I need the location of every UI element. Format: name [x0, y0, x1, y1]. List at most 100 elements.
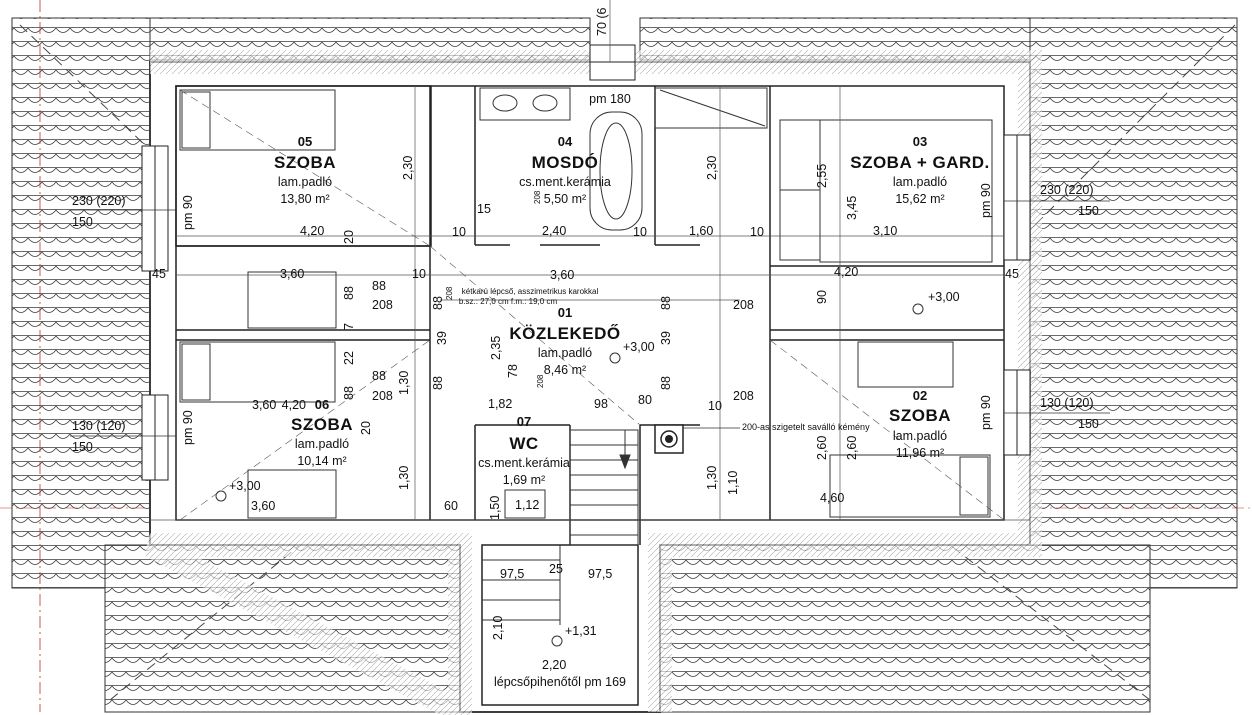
shower — [654, 87, 768, 129]
dim: 22 — [342, 351, 356, 365]
top-label: 70 (6 — [595, 7, 609, 36]
dim: 4,60 — [820, 491, 844, 505]
windows — [141, 44, 1031, 481]
dim: 1,12 — [515, 498, 539, 512]
room-06-area: 10,14 m² — [297, 454, 346, 468]
dim: 88 — [372, 279, 386, 293]
dim: 20 — [359, 421, 373, 435]
room-06-number: 06 — [315, 397, 329, 412]
dim: 78 — [506, 364, 520, 378]
dim: 10 — [750, 225, 764, 239]
dim: 39 — [435, 331, 449, 345]
sink-counter — [479, 87, 571, 121]
level-01: +3,00 — [623, 340, 655, 354]
dim: 208 — [733, 298, 754, 312]
room-07: 07 WC cs.ment.kerámia 1,69 m² — [478, 414, 570, 487]
w06-sill: 150 — [72, 440, 93, 454]
dim: 2,60 — [815, 436, 829, 460]
stair-dims-note: b.sz.: 27,0 cm f.m.: 19,0 cm — [459, 297, 558, 306]
dim: 88 — [659, 296, 673, 310]
room-02-floor: lam.padló — [893, 429, 947, 443]
room-01-area: 8,46 m² — [544, 363, 586, 377]
w06-size: 130 (120) — [72, 419, 126, 433]
room-05-number: 05 — [298, 134, 312, 149]
room-04-area: 5,50 m² — [544, 192, 586, 206]
dim: 2,60 — [845, 436, 859, 460]
room-03-name: SZOBA + GARD. — [850, 153, 990, 172]
dim: 88 — [431, 376, 445, 390]
dim: 7 — [342, 323, 356, 330]
annotations: 70 (6 pm 180 kétkarú lépcső, asszimetrik… — [459, 7, 870, 689]
dim: 97,5 — [588, 567, 612, 581]
room-07-name: WC — [509, 434, 538, 453]
level-markers: +3,00 +3,00 +3,00 +1,31 — [215, 290, 960, 647]
dim: 88 — [372, 369, 386, 383]
room-02-area: 11,96 m² — [896, 446, 944, 460]
desk-02 — [857, 341, 954, 388]
room-01: 01 KÖZLEKEDŐ lam.padló 8,46 m² — [509, 305, 620, 377]
dim: 2,30 — [401, 156, 415, 180]
room-05-floor: lam.padló — [278, 175, 332, 189]
room-02-name: SZOBA — [889, 406, 951, 425]
room-diagonals — [179, 89, 1005, 521]
dim: 88 — [431, 296, 445, 310]
dim: 39 — [659, 331, 673, 345]
dim: 2,55 — [815, 164, 829, 188]
w06-pm90: pm 90 — [181, 410, 195, 445]
dim: 2,20 — [542, 658, 566, 672]
dim: 1,50 — [488, 496, 502, 520]
dim: 45 — [152, 267, 166, 281]
bed-06 — [179, 341, 336, 403]
dim: 1,60 — [689, 224, 713, 238]
dim: 208 — [372, 298, 393, 312]
level-landing: +1,31 — [565, 624, 597, 638]
room-01-number: 01 — [558, 305, 572, 320]
dim: 208 — [445, 286, 454, 300]
desk-06 — [247, 469, 337, 519]
dim: 2,35 — [489, 336, 503, 360]
dim: 3,10 — [873, 224, 897, 238]
w03-sill: 150 — [1078, 204, 1099, 218]
room-04-name: MOSDÓ — [532, 153, 599, 172]
room-07-area: 1,69 m² — [503, 473, 545, 487]
stair-note: kétkarú lépcső, asszimetrikus karokkal — [462, 287, 599, 296]
bed-03 — [819, 119, 993, 263]
room-03-area: 15,62 m² — [895, 192, 944, 206]
dim: 208 — [733, 389, 754, 403]
bed-05 — [179, 89, 336, 151]
room-02: 02 SZOBA lam.padló 11,96 m² — [889, 388, 951, 460]
dimension-labels: 2,30 2,30 4,20 4,20 4,20 3,60 3,60 3,60 … — [152, 156, 1019, 672]
room-04: 04 MOSDÓ cs.ment.kerámia 5,50 m² — [519, 134, 611, 206]
dim: 60 — [444, 499, 458, 513]
landing-note: lépcsőpihenőtől pm 169 — [494, 675, 626, 689]
w03-pm90: pm 90 — [979, 183, 993, 218]
room-01-floor: lam.padló — [538, 346, 592, 360]
dim: 3,60 — [550, 268, 574, 282]
dim: 10 — [708, 399, 722, 413]
dim: 208 — [533, 190, 542, 204]
dim: 25 — [549, 562, 563, 576]
dim: 10 — [452, 225, 466, 239]
dim: 2,10 — [491, 616, 505, 640]
room-05-area: 13,80 m² — [280, 192, 329, 206]
dim: 10 — [633, 225, 647, 239]
w05-size: 230 (220) — [72, 194, 126, 208]
room-04-floor: cs.ment.kerámia — [519, 175, 611, 189]
w02-sill: 150 — [1078, 417, 1099, 431]
pm180-note: pm 180 — [589, 92, 631, 106]
dim: 4,20 — [282, 398, 306, 412]
dim: 4,20 — [300, 224, 324, 238]
dimension-lines — [150, 0, 1030, 521]
room-06: 06 SZOBA lam.padló 10,14 m² — [291, 397, 353, 468]
dim: 90 — [815, 290, 829, 304]
dim: 80 — [638, 393, 652, 407]
dim: 208 — [536, 374, 545, 388]
bathtub — [589, 111, 643, 231]
dim: 20 — [342, 230, 356, 244]
dim: 97,5 — [500, 567, 524, 581]
room-07-number: 07 — [517, 414, 531, 429]
dim: 208 — [372, 389, 393, 403]
wc-bowl — [504, 489, 546, 519]
room-03-number: 03 — [913, 134, 927, 149]
